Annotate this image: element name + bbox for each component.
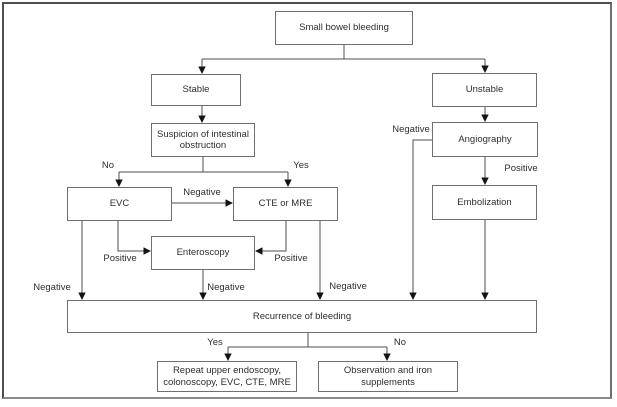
figure-frame [2,2,612,399]
node-embolization: Embolization [432,185,537,220]
edge-label-yes-upper: Yes [293,160,309,171]
edge-label-no-upper: No [101,160,115,171]
node-repeat-endoscopy: Repeat upper endoscopy, colonoscopy, EVC… [157,361,297,392]
node-unstable: Unstable [432,73,537,107]
edge-angiography-recurrence [409,139,432,300]
edge-label-negative-evc-down: Negative [33,282,71,293]
edge-evc-enteroscopy [117,221,151,255]
edge-label-negative-cte-down: Negative [329,281,367,292]
edge-label-yes-lower: Yes [207,337,223,348]
node-observation-iron-supplements: Observation and iron supplements [318,361,458,392]
edge-label-positive-angiography: Positive [504,163,538,174]
node-suspicion-intestinal-obstruction: Suspicion of intestinal obstruction [151,123,255,157]
node-angiography: Angiography [432,122,538,157]
edge-cte-enteroscopy [255,221,287,255]
node-small-bowel-bleeding: Small bowel bleeding [275,11,413,45]
edge-label-positive-evc: Positive [103,253,137,264]
edge-label-negative-evc-cte: Negative [183,187,221,198]
edge-label-no-lower: No [393,337,407,348]
node-recurrence-of-bleeding: Recurrence of bleeding [67,300,537,333]
node-evc: EVC [67,187,172,221]
edge-label-negative-enteroscopy-down: Negative [207,282,245,293]
node-stable: Stable [151,74,241,106]
node-enteroscopy: Enteroscopy [151,236,255,270]
node-cte-or-mre: CTE or MRE [233,187,338,221]
edge-label-negative-angiography: Negative [392,124,430,135]
edge-label-positive-cte: Positive [274,253,308,264]
